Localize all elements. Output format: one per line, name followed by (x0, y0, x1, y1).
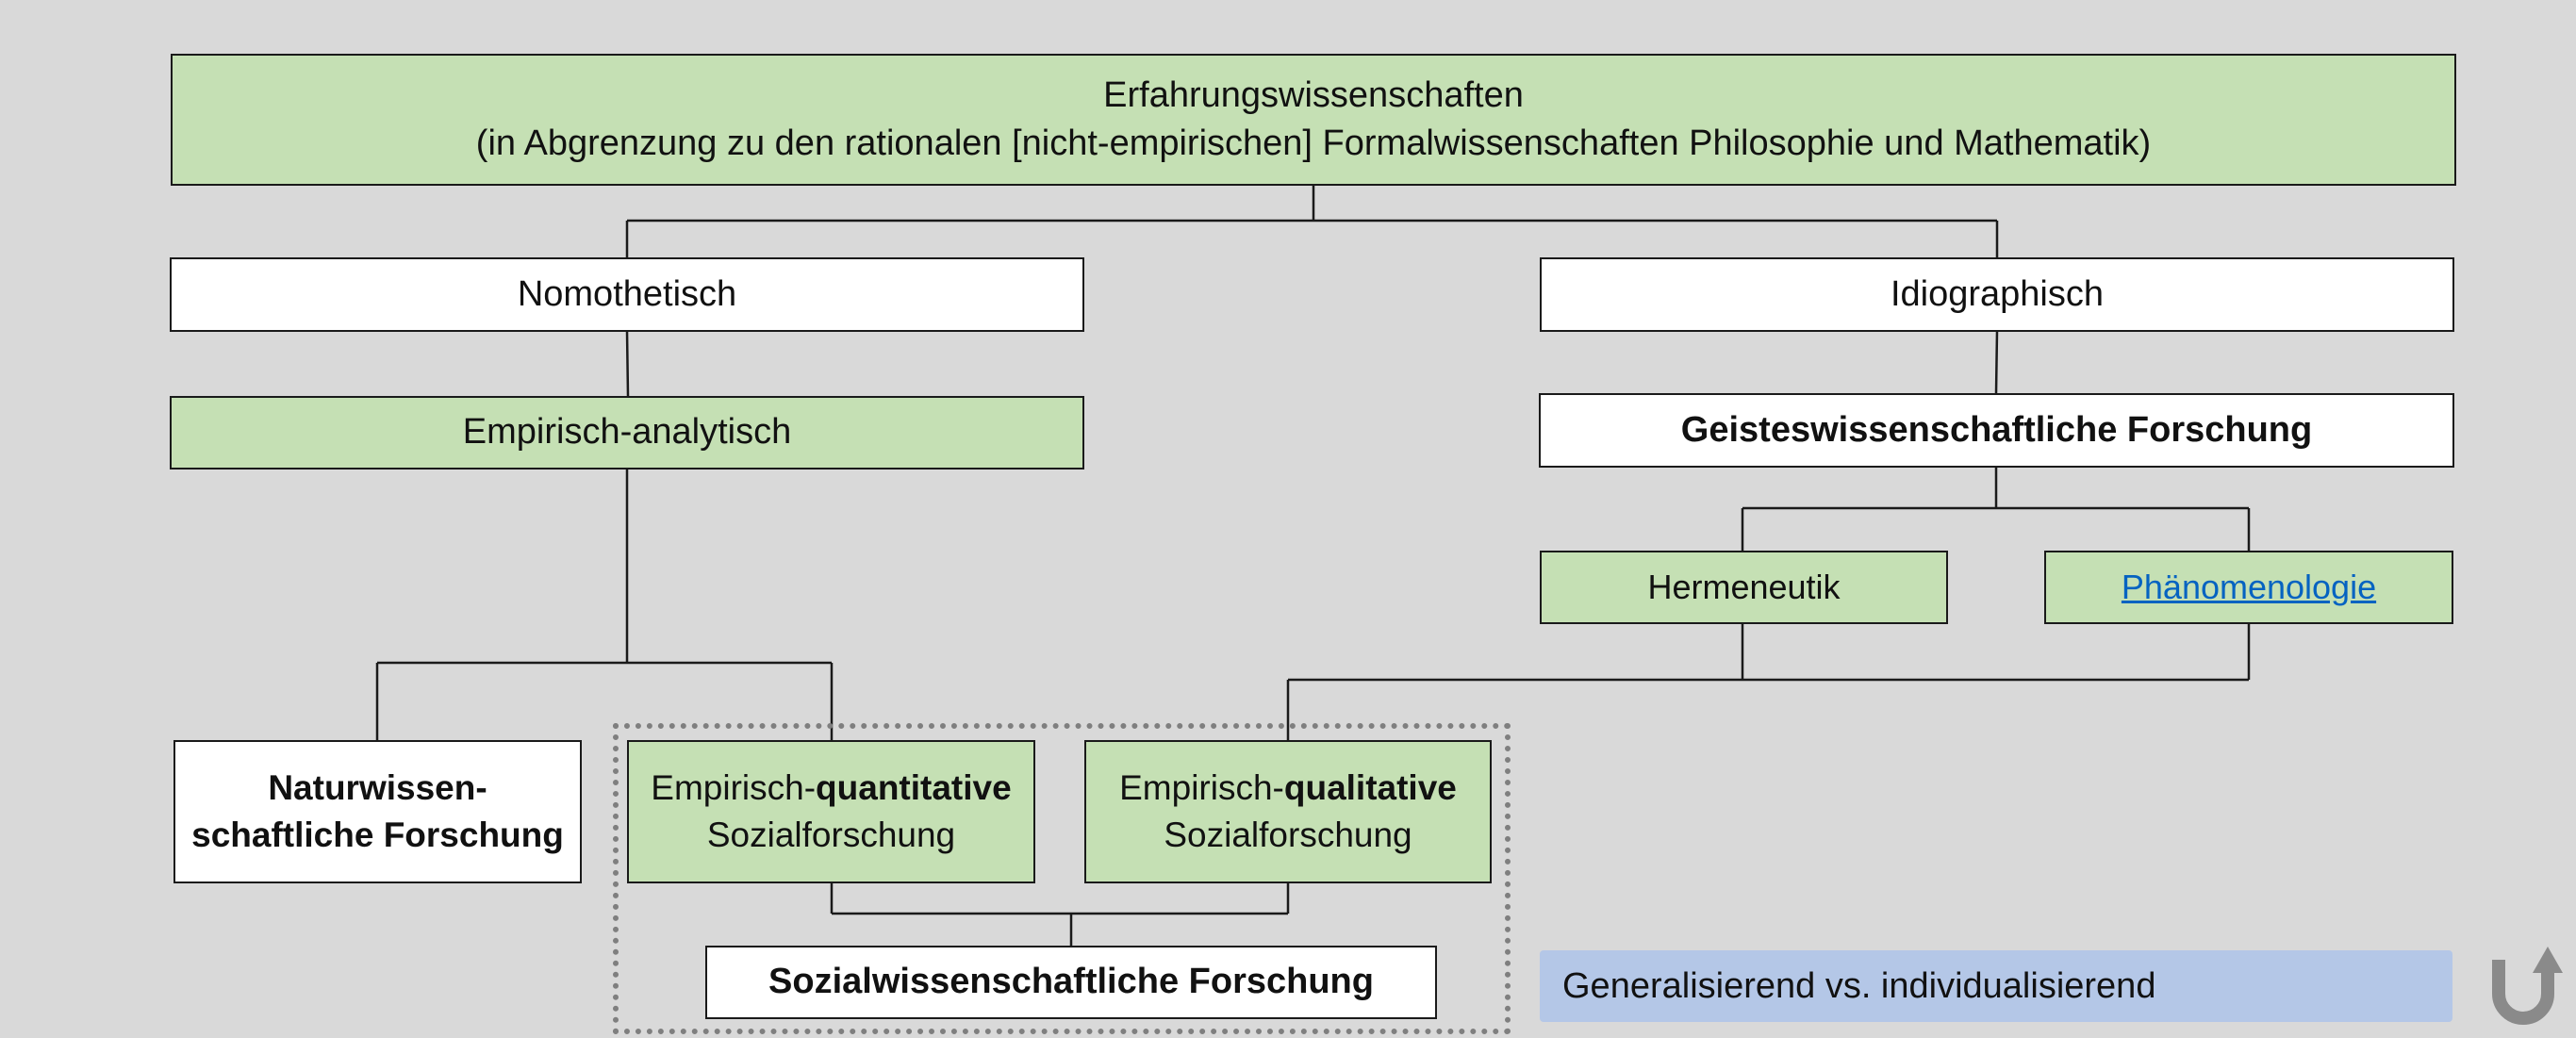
label-naturwiss-line1: Naturwissen- (268, 768, 487, 808)
note-generalisierend: Generalisierend vs. individualisierend (1540, 950, 2452, 1022)
u-turn-back-arrow-icon[interactable] (2485, 941, 2570, 1026)
note-text: Generalisierend vs. individualisierend (1562, 965, 2156, 1006)
label-qualitative-emph: qualitative (1283, 768, 1457, 808)
box-idiographisch: Idiographisch (1540, 257, 2454, 332)
label-sozialwissenschaftliche: Sozialwissenschaftliche Forschung (768, 962, 1374, 1002)
box-empirisch-analytisch: Empirisch-analytisch (170, 396, 1084, 470)
box-empirisch-qualitative: Empirisch-qualitative Sozialforschung (1084, 740, 1492, 883)
connector-geist (1741, 467, 2251, 551)
box-empirisch-quantitative: Empirisch-quantitative Sozialforschung (627, 740, 1035, 883)
box-hermeneutik: Hermeneutik (1540, 551, 1948, 624)
connector-root (625, 185, 1999, 257)
social-research-group-frame (613, 723, 1511, 1034)
label-nomothetisch: Nomothetisch (517, 273, 737, 314)
label-empirisch-analytisch: Empirisch-analytisch (462, 412, 792, 453)
label-quantitative-emph: quantitative (816, 768, 1012, 808)
label-quantitative-prefix: Empirisch- (651, 768, 817, 808)
box-sozialwissenschaftliche-forschung: Sozialwissenschaftliche Forschung (705, 946, 1437, 1019)
root-title: Erfahrungswissenschaften (1103, 74, 1524, 115)
label-idiographisch: Idiographisch (1890, 273, 2105, 314)
box-phaenomenologie: Phänomenologie (2044, 551, 2453, 624)
label-geisteswissenschaftliche: Geisteswissenschaftliche Forschung (1680, 409, 2313, 450)
connector-nomo (625, 330, 630, 397)
link-phaenomenologie[interactable]: Phänomenologie (2121, 567, 2377, 606)
label-hermeneutik: Hermeneutik (1647, 567, 1841, 606)
label-naturwiss-line2: schaftliche Forschung (191, 816, 564, 854)
label-quantitative-line1: Empirisch-quantitative (651, 765, 1011, 812)
connector-herm-phaen (1286, 623, 2251, 740)
label-qualitative-prefix: Empirisch- (1119, 768, 1284, 808)
root-box-erfahrungswissenschaften: Erfahrungswissenschaften (in Abgrenzung … (171, 54, 2456, 186)
box-geisteswissenschaftliche-forschung: Geisteswissenschaftliche Forschung (1539, 393, 2454, 468)
connector-soz (830, 883, 1290, 947)
connector-ea (375, 469, 834, 740)
root-subtitle: (in Abgrenzung zu den rationalen [nicht-… (475, 124, 2152, 163)
label-qualitative-line2: Sozialforschung (1164, 816, 1412, 854)
box-naturwissenschaftliche-forschung: Naturwissen- schaftliche Forschung (173, 740, 582, 883)
label-qualitative-line1: Empirisch-qualitative (1119, 765, 1457, 812)
label-quantitative-line2: Sozialforschung (706, 816, 956, 854)
connector-idio (1994, 330, 1999, 394)
box-nomothetisch: Nomothetisch (170, 257, 1084, 332)
